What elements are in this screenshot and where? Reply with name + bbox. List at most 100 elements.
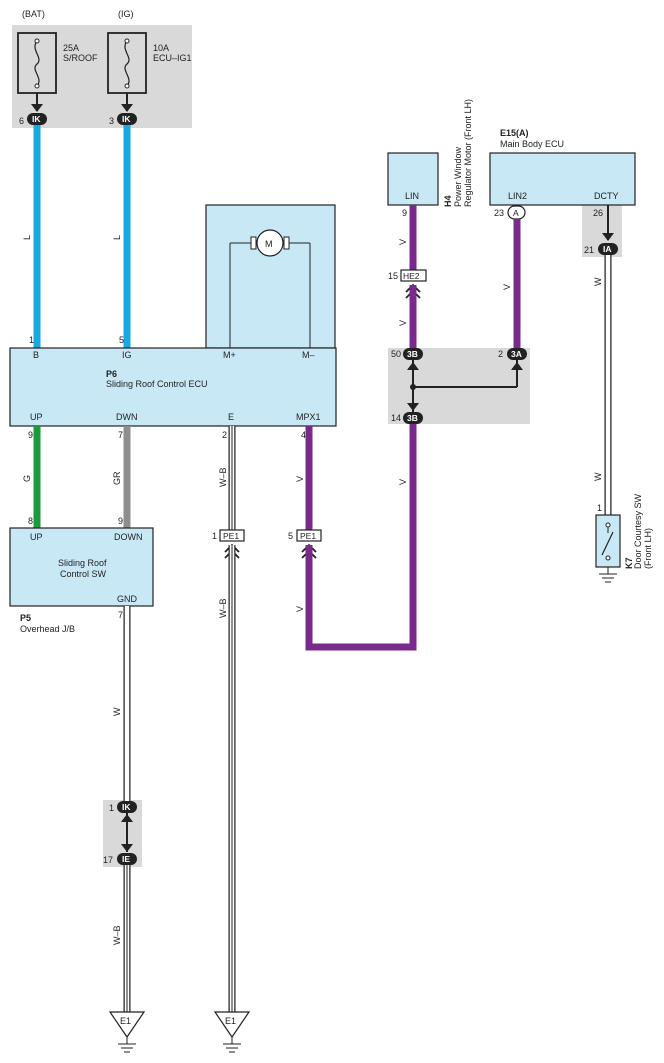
- switch-icon: [601, 522, 614, 561]
- p6-pin-mpx1-label: MPX1: [296, 412, 321, 422]
- fuse-name-s-roof: S/ROOF: [63, 53, 98, 63]
- p6-pin-b-num: 1: [29, 335, 34, 345]
- fuse-block-shade: [12, 25, 192, 128]
- junction-wiring: [407, 360, 523, 412]
- p5-pin-gnd-label: GND: [117, 594, 138, 604]
- svg-text:HE2: HE2: [403, 271, 420, 281]
- connector-ik-pin6: 6 IK: [19, 113, 47, 126]
- e15-id: E15(A): [500, 128, 529, 138]
- h4-pin-num: 9: [402, 208, 407, 218]
- p6-motor-housing: [205, 204, 336, 349]
- connector-3b-bottom: 14 3B: [391, 412, 423, 424]
- svg-text:IK: IK: [122, 802, 131, 812]
- connector-3b-top: 50 3B: [391, 348, 423, 360]
- p6-pin-ig-num: 5: [119, 335, 124, 345]
- arrow-icon: [121, 844, 133, 852]
- ground-e1-left: E1: [108, 1011, 146, 1053]
- p6-pin-up-label: UP: [30, 412, 43, 422]
- connector-ik-low: 1 IK: [109, 801, 137, 813]
- svg-text:IK: IK: [122, 114, 131, 124]
- wire-label-gr: GR: [112, 471, 122, 485]
- wire-label-l1: L: [22, 235, 32, 240]
- svg-text:PE1: PE1: [223, 531, 239, 541]
- connector-pe1-right: 5 PE1: [288, 529, 322, 542]
- svg-text:E1: E1: [120, 1016, 131, 1026]
- connector-3a: 2 3A: [498, 348, 527, 360]
- arrow-icon: [121, 814, 133, 822]
- arrow-icon: [121, 104, 133, 112]
- fuse-name-ecu-ig1: ECU–IG1: [153, 53, 192, 63]
- wire-label-v-e15: V: [502, 284, 512, 290]
- svg-text:50: 50: [391, 349, 401, 359]
- svg-text:17: 17: [103, 855, 113, 865]
- p6-pin-mminus-label: M–: [302, 350, 315, 360]
- k7-name-line2: (Front LH): [643, 528, 653, 569]
- wire-label-w-k7-2: W: [593, 472, 603, 481]
- p5-pin-down-label: DOWN: [114, 532, 143, 542]
- wire-label-w-p5: W: [112, 707, 122, 716]
- p5-switch-box: [9, 527, 154, 607]
- svg-text:E1: E1: [225, 1016, 236, 1026]
- connector-ik-pin3: 3 IK: [109, 113, 137, 126]
- k7-pin-num: 1: [597, 503, 602, 513]
- p5-name-line1: Sliding Roof: [58, 558, 107, 568]
- h4-pin-label: LIN: [405, 191, 419, 201]
- wire-label-wb-p5: W–B: [112, 925, 122, 945]
- svg-text:2: 2: [498, 349, 503, 359]
- p5-pin-up-num: 8: [28, 516, 33, 526]
- wire-label-v-h4-1: V: [398, 239, 408, 245]
- p6-pin-e-num: 2: [222, 430, 227, 440]
- svg-text:1: 1: [212, 531, 217, 541]
- svg-text:3: 3: [109, 116, 114, 126]
- svg-text:PE1: PE1: [300, 531, 316, 541]
- p6-pin-mplus-label: M+: [223, 350, 236, 360]
- p5-pin-down-num: 9: [118, 516, 123, 526]
- arrow-icon: [31, 104, 43, 112]
- svg-text:3B: 3B: [407, 349, 418, 359]
- k7-id: K7: [624, 557, 634, 569]
- p6-ecu-box: [9, 347, 337, 427]
- wire-label-wb2: W–B: [218, 598, 228, 618]
- p6-pin-b-label: B: [33, 350, 39, 360]
- connector-pe1-left: 1 PE1: [212, 529, 245, 542]
- svg-text:IK: IK: [32, 114, 41, 124]
- h4-name-line1: Power Window: [453, 146, 463, 207]
- svg-text:6: 6: [19, 116, 24, 126]
- p5-location: Overhead J/B: [20, 624, 75, 634]
- fuse-rating-10a: 10A: [153, 43, 169, 53]
- wire-v-mpx1-route: [305, 424, 417, 651]
- p6-id: P6: [106, 369, 117, 379]
- k7-name-line1: Door Courtesy SW: [633, 493, 643, 569]
- p5-pin-up-label: UP: [30, 532, 43, 542]
- wire-label-g: G: [22, 475, 32, 482]
- svg-text:3A: 3A: [511, 349, 522, 359]
- p5-pin-gnd-num: 7: [118, 610, 123, 620]
- svg-text:5: 5: [288, 531, 293, 541]
- svg-text:21: 21: [584, 245, 594, 255]
- p5-name-line2: Control SW: [60, 569, 107, 579]
- e15-pin-lin2-label: LIN2: [508, 191, 527, 201]
- arrow-icon: [602, 233, 614, 241]
- svg-text:3B: 3B: [407, 413, 418, 423]
- p6-pin-dwn-num: 7: [118, 430, 123, 440]
- motor-label: M: [265, 239, 273, 249]
- svg-text:14: 14: [391, 413, 401, 423]
- motor-icon: M: [229, 229, 311, 348]
- p6-name: Sliding Roof Control ECU: [106, 379, 208, 389]
- connector-ia: 21 IA: [584, 243, 618, 255]
- svg-text:23: 23: [494, 208, 504, 218]
- connector-a: 23 A: [494, 205, 526, 220]
- ground-e1-right: E1: [213, 1011, 251, 1053]
- wire-label-v-h4-2: V: [398, 320, 408, 326]
- svg-text:15: 15: [388, 271, 398, 281]
- h4-id: H4: [443, 195, 453, 207]
- connector-he2: 15 HE2: [388, 269, 427, 282]
- fuse-rating-25a: 25A: [63, 43, 79, 53]
- svg-text:A: A: [513, 208, 519, 218]
- e15-pin-dcty-num: 26: [593, 208, 603, 218]
- e15-box: [489, 152, 636, 206]
- e15-pin-dcty-label: DCTY: [594, 191, 619, 201]
- svg-text:1: 1: [109, 803, 114, 813]
- e15-name: Main Body ECU: [500, 139, 564, 149]
